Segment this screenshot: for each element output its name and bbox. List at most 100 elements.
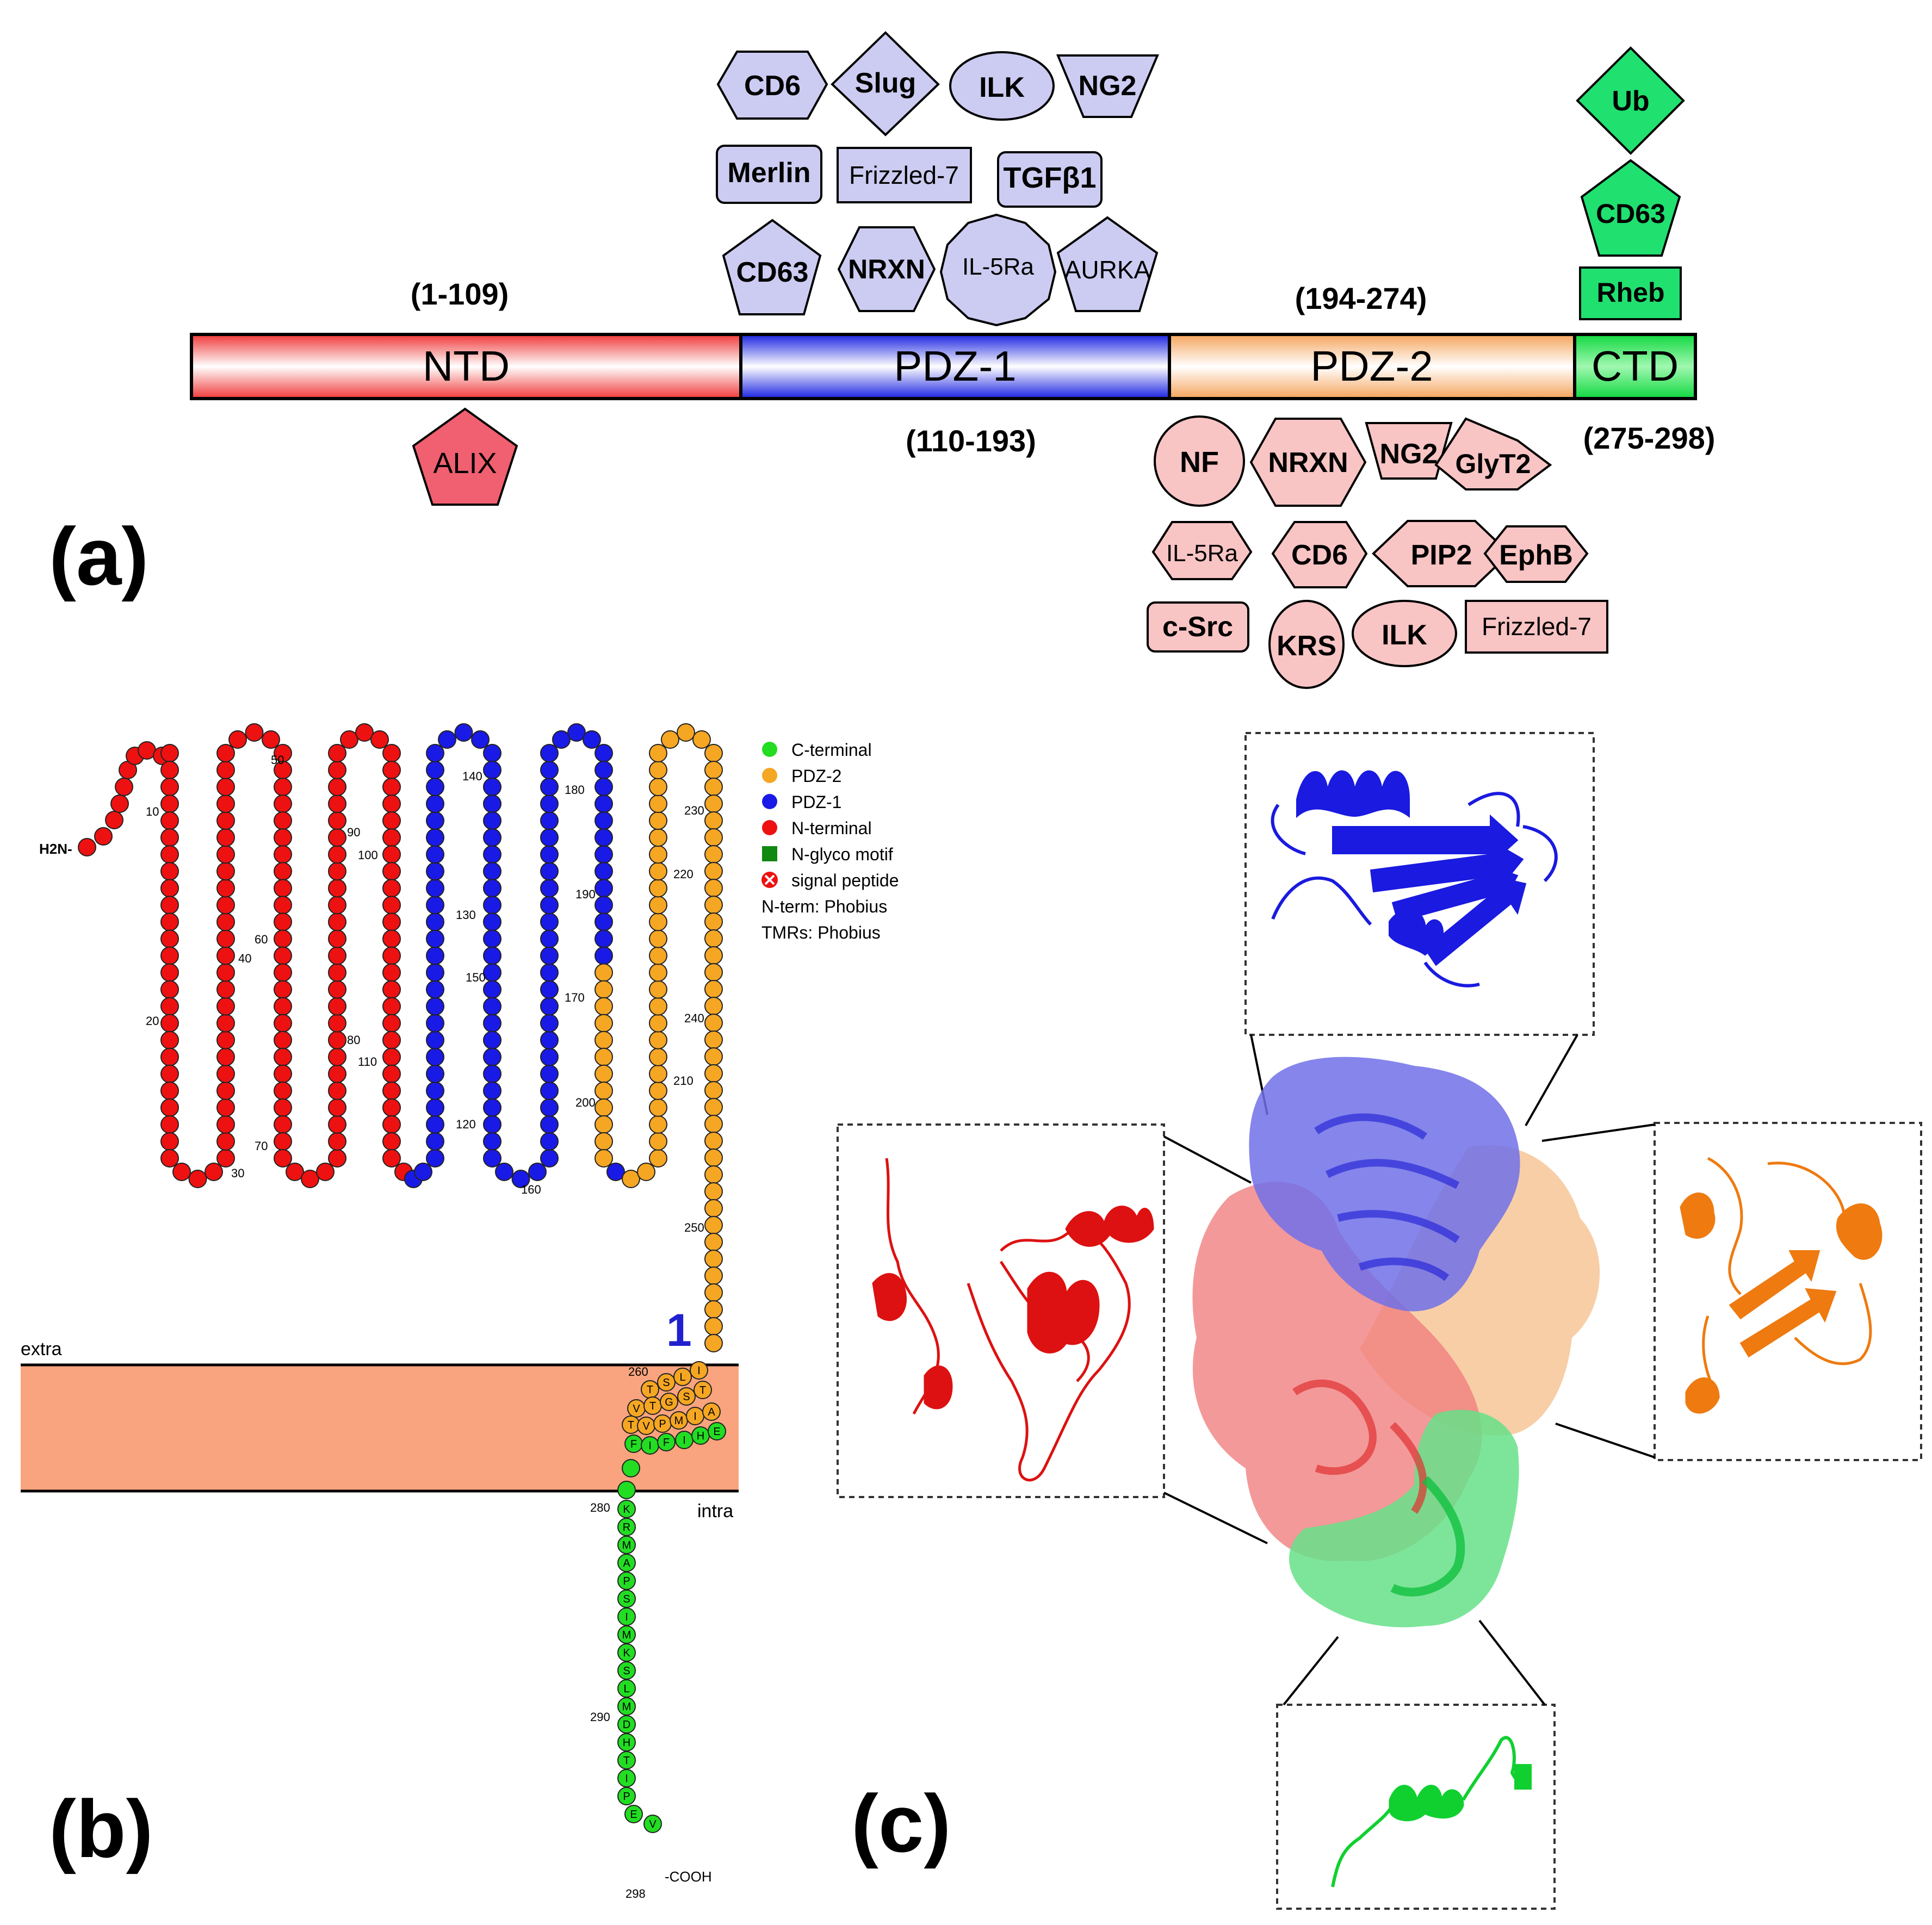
residue <box>382 997 401 1016</box>
residue <box>704 896 723 914</box>
legend-text-tmr-method: TMRs: Phobius <box>761 923 881 942</box>
ntd-structure-box <box>837 1123 1165 1498</box>
pdz1-loops <box>1271 792 1558 988</box>
residue-turn <box>301 1170 319 1188</box>
residue <box>595 879 613 898</box>
extra-label: extra <box>21 1339 62 1359</box>
krs-label: KRS <box>1277 630 1336 662</box>
residue <box>704 794 723 813</box>
residue <box>328 963 346 982</box>
legend-text-nterminal: N-terminal <box>791 818 872 838</box>
residue <box>704 744 723 762</box>
residue <box>704 1216 723 1234</box>
residue <box>595 1115 613 1134</box>
residue <box>216 879 235 898</box>
pos-110: 110 <box>358 1055 377 1069</box>
residue <box>704 811 723 830</box>
residue-turn <box>316 1163 335 1181</box>
residue <box>483 980 501 999</box>
residue <box>483 1014 501 1033</box>
residue <box>160 1064 179 1083</box>
residue <box>649 1098 667 1117</box>
residue <box>540 980 559 999</box>
residue <box>274 912 292 932</box>
residue <box>483 1149 501 1168</box>
residue-ctail-letter: D <box>623 1719 630 1731</box>
residue <box>216 811 235 830</box>
residue <box>426 912 444 932</box>
residue-nterm-start <box>110 794 129 813</box>
residue <box>595 1014 613 1033</box>
residue <box>160 862 179 881</box>
pos-230: 230 <box>684 804 704 817</box>
pdz1-helix-top <box>1296 770 1410 818</box>
residue <box>540 1149 559 1168</box>
residue <box>160 794 179 814</box>
residue <box>216 1064 235 1083</box>
cd63-shape-pdz1 <box>722 219 822 315</box>
residue <box>160 1014 179 1033</box>
residue-turn <box>438 730 456 749</box>
residue <box>704 1132 723 1150</box>
alix-label: ALIX <box>433 447 497 480</box>
residue <box>274 1132 292 1151</box>
residue <box>216 828 235 847</box>
pos-290: 290 <box>590 1710 610 1724</box>
cd6-label-pdz1: CD6 <box>744 70 801 102</box>
residue <box>704 1266 723 1285</box>
pos-130: 130 <box>456 908 476 922</box>
residue <box>426 744 444 762</box>
residue <box>649 1030 667 1050</box>
frizzled7-shape-pdz1 <box>837 147 972 203</box>
ntd-helix-4 <box>924 1365 953 1409</box>
residue <box>483 1030 501 1050</box>
residue <box>540 1115 559 1134</box>
residue <box>704 1064 723 1083</box>
pos-200: 200 <box>575 1096 596 1109</box>
residue <box>382 1030 401 1050</box>
residue-ctail <box>643 1815 662 1833</box>
residue <box>595 1064 613 1083</box>
rheb-shape <box>1579 266 1682 320</box>
residue <box>382 946 401 965</box>
residue-turn <box>370 730 389 749</box>
residue <box>704 1030 723 1049</box>
legend-text-pdz1: PDZ-1 <box>791 792 841 812</box>
residue <box>382 980 401 999</box>
residue <box>649 778 667 797</box>
residue <box>160 1115 179 1134</box>
tm-number: 1 <box>666 1305 692 1356</box>
residue <box>274 896 292 915</box>
residue <box>704 1250 723 1268</box>
pos-298: 298 <box>626 1887 646 1901</box>
residue <box>540 1064 559 1083</box>
residue-ctail-letter: A <box>623 1557 630 1569</box>
ctd-end-block <box>1514 1764 1532 1790</box>
pos-210: 210 <box>673 1074 693 1088</box>
pos-150: 150 <box>466 971 486 984</box>
csrc-shape <box>1147 601 1249 653</box>
residue <box>595 1030 613 1050</box>
ng2-label-pdz1: NG2 <box>1079 70 1137 102</box>
residue <box>382 896 401 915</box>
panel-c: (c) <box>837 732 1922 1910</box>
pdz1-sheet-4 <box>1424 875 1527 966</box>
residue <box>426 1149 444 1168</box>
residue <box>426 1014 444 1033</box>
pos-140: 140 <box>462 769 482 783</box>
ilk-shape-pdz1 <box>949 51 1055 121</box>
residue <box>483 828 501 847</box>
residue <box>483 744 501 762</box>
residue <box>483 761 501 780</box>
residue <box>649 997 667 1016</box>
pdz2-sheet-2 <box>1739 1288 1837 1358</box>
residue <box>160 1081 179 1100</box>
residue-tm-letter: A <box>708 1406 715 1418</box>
residue <box>328 761 346 780</box>
pos-170: 170 <box>565 991 585 1004</box>
residue-nterm-start <box>94 827 113 846</box>
residue <box>649 1047 667 1066</box>
residue-tm-letter: T <box>647 1384 653 1396</box>
residue <box>328 1064 346 1083</box>
residue-turn <box>637 1163 655 1181</box>
